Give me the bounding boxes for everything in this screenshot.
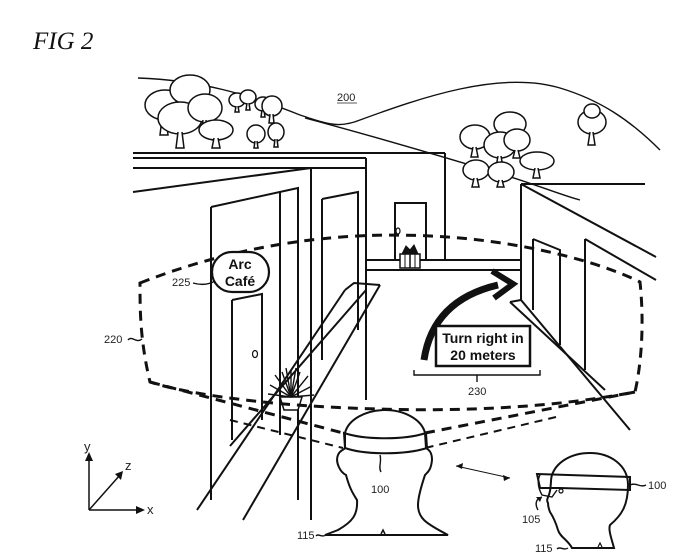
trees-right	[459, 103, 607, 188]
user-rear-leader-line	[315, 534, 327, 537]
display-ref-label: 105	[522, 514, 540, 526]
sign-leader-line	[192, 280, 216, 286]
sign-line2: Café	[225, 273, 256, 289]
user-side-leader-line	[556, 547, 569, 550]
trees-left	[144, 74, 285, 149]
navigation-instruction-box: Turn right in 20 meters	[434, 324, 532, 368]
figure-title: FIG 2	[33, 28, 94, 55]
back-walkway	[365, 259, 522, 271]
view-projection-line-left-lower	[229, 419, 344, 449]
sign-ref-label: 225	[172, 277, 190, 289]
nav-line2: 20 meters	[450, 347, 516, 363]
sidewalk-left	[196, 281, 381, 521]
fov-leader-line	[127, 337, 143, 342]
view-projection-line-right-lower	[424, 416, 557, 449]
nav-ref-label: 230	[468, 386, 486, 398]
field-of-view-boundary	[138, 233, 644, 412]
arc-cafe-sign: Arc Café	[210, 250, 271, 294]
potted-plant-icon	[267, 367, 315, 411]
device-rear-leader-line	[379, 454, 382, 473]
x-axis-label: x	[147, 502, 154, 517]
nav-bracket	[413, 370, 541, 382]
building-left	[132, 152, 446, 520]
turn-right-arrow-icon	[420, 268, 519, 361]
view-projection-line-right	[424, 390, 636, 435]
user-rear-ref-label: 115	[297, 530, 315, 542]
user-head-rear	[324, 408, 449, 536]
scene-ref-label: 200	[337, 92, 355, 104]
device-side-leader-line	[629, 483, 647, 487]
gift-box-icon	[399, 244, 421, 269]
display-leader-arrowhead	[536, 497, 542, 502]
view-correspondence-arrow	[455, 463, 511, 481]
z-axis-label: z	[125, 458, 132, 473]
sidewalk-right	[509, 298, 631, 431]
user-side-ref-label: 115	[535, 543, 553, 555]
user-head-side	[535, 451, 631, 549]
building-right	[520, 183, 657, 370]
fov-ref-label: 220	[104, 334, 122, 346]
nav-line1: Turn right in	[442, 330, 523, 346]
y-axis-label: y	[84, 439, 91, 454]
sign-line1: Arc	[228, 256, 252, 272]
coordinate-axes: y z x	[84, 439, 154, 517]
device-rear-ref-label: 100	[371, 484, 389, 496]
device-side-ref-label: 100	[648, 480, 666, 492]
